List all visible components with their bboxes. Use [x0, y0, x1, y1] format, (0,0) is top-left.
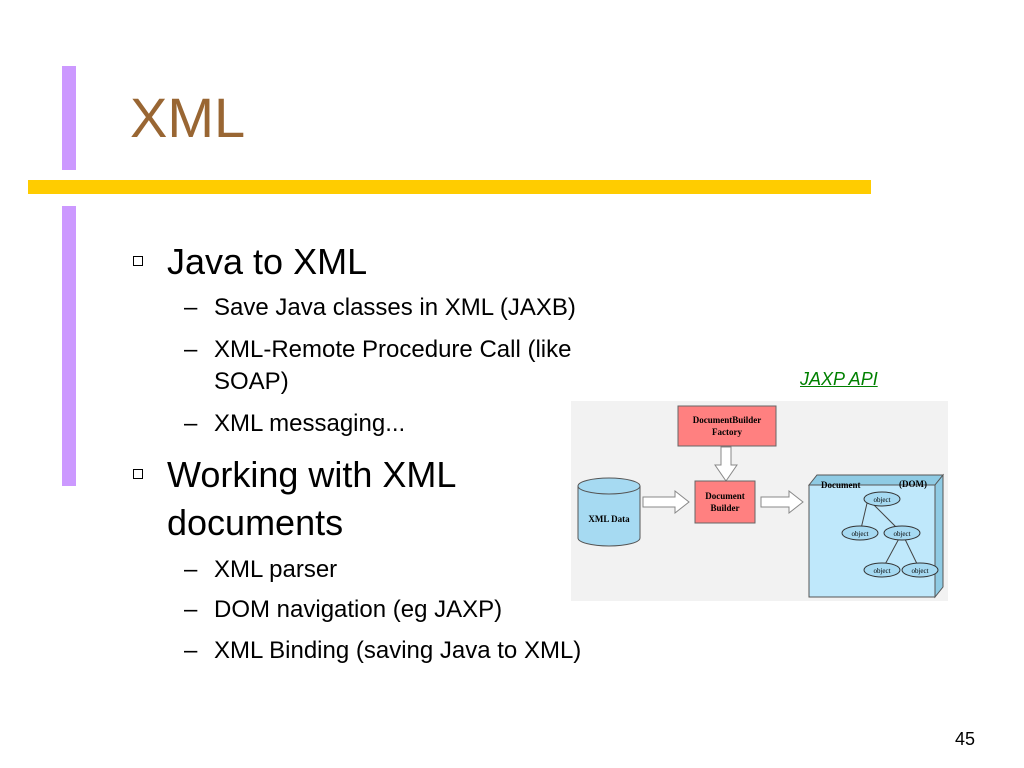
builder-label-line1: Document — [705, 491, 745, 501]
bullet-level2-line2: SOAP) — [214, 368, 289, 395]
dash-marker: – — [184, 294, 198, 321]
object-node-label: object — [873, 496, 890, 504]
object-node-label: object — [873, 567, 890, 575]
down-arrow-icon — [714, 446, 738, 482]
accent-bar-top — [62, 66, 76, 170]
slide-title: XML — [130, 86, 246, 149]
bullet-level2: XML Binding (saving Java to XML) — [214, 637, 582, 664]
bullet-level2: XML parser — [214, 556, 338, 583]
bullet-level2-line1: XML-Remote Procedure Call (like — [214, 336, 572, 363]
jaxp-diagram-svg: DocumentBuilder Factory XML Data Documen… — [577, 405, 945, 599]
bullet-level1: Java to XML — [167, 241, 368, 282]
right-arrow-icon — [760, 489, 804, 515]
object-node: object — [841, 525, 879, 541]
factory-label-line1: DocumentBuilder — [693, 415, 762, 425]
dom-label: (DOM) — [899, 479, 927, 489]
object-node: object — [883, 525, 921, 541]
title-underline-rule — [28, 180, 871, 194]
dash-marker: – — [184, 596, 198, 623]
bullet-level1-line2: documents — [167, 502, 344, 543]
xml-data-cylinder: XML Data — [577, 477, 641, 547]
object-node-label: object — [851, 530, 868, 538]
right-arrow-icon — [642, 489, 690, 515]
accent-bar-bottom — [62, 206, 76, 486]
jaxp-api-link[interactable]: JAXP API — [800, 369, 878, 389]
factory-label-line2: Factory — [712, 427, 742, 437]
object-node: object — [863, 562, 901, 578]
dash-marker: – — [184, 410, 198, 437]
builder-label-line2: Builder — [710, 503, 739, 513]
documentbuilder-factory-box: DocumentBuilder Factory — [677, 405, 777, 447]
dash-marker: – — [184, 336, 198, 363]
object-node-label: object — [911, 567, 928, 575]
object-node: object — [901, 562, 939, 578]
document-dom-box: Document (DOM) object object object — [807, 473, 945, 599]
xml-data-label: XML Data — [588, 514, 630, 524]
page-number: 45 — [955, 729, 976, 749]
dash-marker: – — [184, 556, 198, 583]
bullet-level2: DOM navigation (eg JAXP) — [214, 596, 503, 623]
square-bullet-icon — [133, 256, 143, 266]
bullet-level1-line1: Working with XML — [167, 454, 457, 495]
document-label: Document — [821, 480, 861, 490]
square-bullet-icon — [133, 469, 143, 479]
bullet-level2: XML messaging... — [214, 410, 406, 437]
object-node: object — [863, 491, 901, 507]
jaxp-diagram: DocumentBuilder Factory XML Data Documen… — [571, 401, 948, 601]
object-node-label: object — [893, 530, 910, 538]
document-builder-box: Document Builder — [694, 480, 756, 524]
bullet-level2: Save Java classes in XML (JAXB) — [214, 294, 576, 321]
dash-marker: – — [184, 637, 198, 664]
